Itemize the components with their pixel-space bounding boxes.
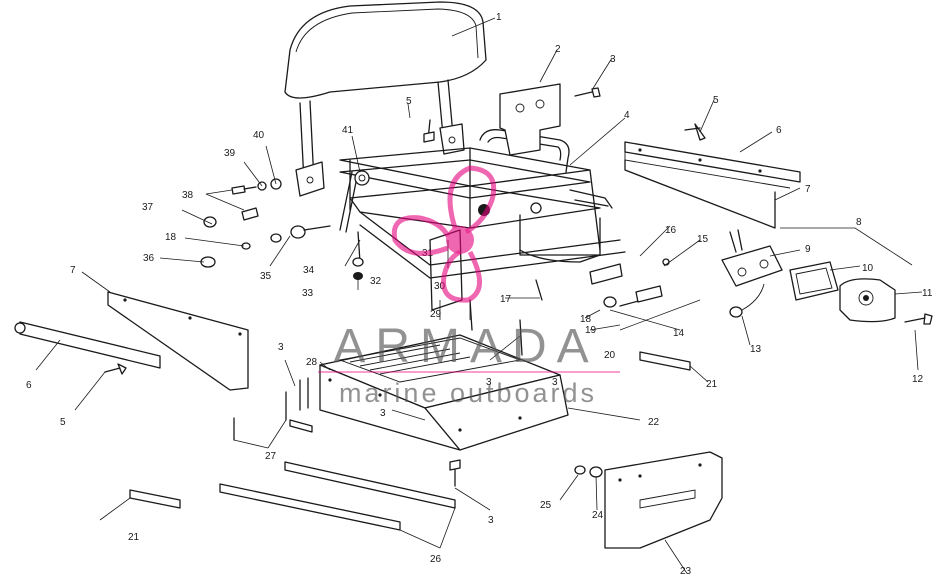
callout-32: 32 xyxy=(370,276,382,287)
callout-5: 5 xyxy=(713,95,719,106)
callout-18: 18 xyxy=(165,232,177,243)
leader-lines xyxy=(35,17,923,573)
callout-15: 15 xyxy=(697,234,709,245)
propeller-logo-icon xyxy=(391,165,497,303)
callout-30: 30 xyxy=(434,281,446,292)
tail-light xyxy=(721,229,933,325)
callout-3: 3 xyxy=(610,54,616,65)
callout-labels: 1 2 3 4 5 5 6 7 8 9 10 11 12 13 14 15 16… xyxy=(26,12,933,574)
callout-2: 2 xyxy=(555,44,561,55)
callout-18: 18 xyxy=(580,314,592,325)
callout-36: 36 xyxy=(143,253,155,264)
callout-27: 27 xyxy=(265,451,277,462)
callout-19: 19 xyxy=(585,325,597,336)
callout-35: 35 xyxy=(260,271,272,282)
callout-7: 7 xyxy=(70,265,76,276)
callout-1: 1 xyxy=(496,12,502,23)
callout-14: 14 xyxy=(673,328,685,339)
runners xyxy=(219,461,456,531)
callout-23: 23 xyxy=(680,566,692,574)
callout-39: 39 xyxy=(224,148,236,159)
callout-8: 8 xyxy=(856,217,862,228)
callout-3: 3 xyxy=(278,342,284,353)
side-rail-right xyxy=(624,123,801,229)
hardware xyxy=(129,119,691,509)
callout-22: 22 xyxy=(648,417,660,428)
side-rail-left xyxy=(14,291,249,391)
callout-16: 16 xyxy=(665,225,677,236)
callout-10: 10 xyxy=(862,263,874,274)
watermark-brand: ARMADA xyxy=(333,320,598,373)
callout-28: 28 xyxy=(306,357,318,368)
backrest xyxy=(284,1,487,197)
callout-34: 34 xyxy=(303,265,315,276)
callout-41: 41 xyxy=(342,125,354,136)
callout-3: 3 xyxy=(552,377,558,388)
callout-24: 24 xyxy=(592,510,604,521)
callout-26: 26 xyxy=(430,554,442,565)
callout-29: 29 xyxy=(430,309,442,320)
end-panel xyxy=(604,451,723,549)
callout-6: 6 xyxy=(26,380,32,391)
callout-5: 5 xyxy=(60,417,66,428)
callout-7: 7 xyxy=(805,184,811,195)
callout-11: 11 xyxy=(922,288,933,299)
callout-21: 21 xyxy=(128,532,140,543)
watermark-tagline: marine outboards xyxy=(339,378,597,408)
armada-watermark: ARMADA marine outboards xyxy=(318,165,620,408)
callout-5: 5 xyxy=(406,96,412,107)
callout-20: 20 xyxy=(604,350,616,361)
callout-3: 3 xyxy=(380,408,386,419)
callout-21: 21 xyxy=(706,379,718,390)
callout-3: 3 xyxy=(488,515,494,526)
callout-12: 12 xyxy=(912,374,924,385)
callout-13: 13 xyxy=(750,344,762,355)
callout-4: 4 xyxy=(624,110,630,121)
callout-37: 37 xyxy=(142,202,154,213)
callout-6: 6 xyxy=(776,125,782,136)
callout-17: 17 xyxy=(500,294,512,305)
bracket-2 xyxy=(499,83,601,156)
callout-40: 40 xyxy=(253,130,265,141)
callout-38: 38 xyxy=(182,190,194,201)
callout-3: 3 xyxy=(486,377,492,388)
callout-25: 25 xyxy=(540,500,552,511)
callout-33: 33 xyxy=(302,288,314,299)
callout-9: 9 xyxy=(805,244,811,255)
